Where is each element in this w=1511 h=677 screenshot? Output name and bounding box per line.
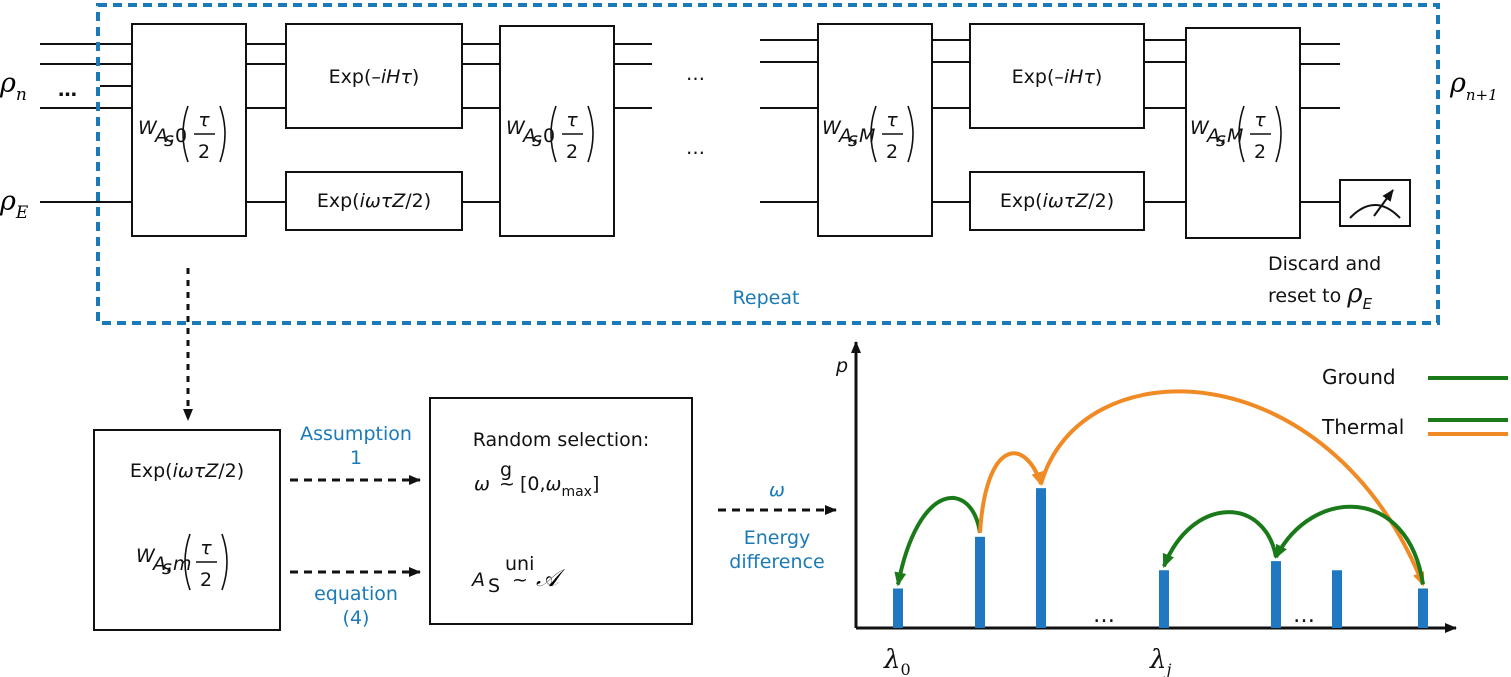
svg-text:,M: ,M (1221, 125, 1243, 147)
svg-text:A: A (153, 125, 168, 147)
exp-h-gate-1 (285, 23, 463, 129)
svg-text:2: 2 (886, 141, 898, 163)
transition-arc-0 (894, 495, 982, 587)
svg-text:S: S (488, 575, 500, 597)
svg-text:A: A (1205, 125, 1220, 147)
svg-text:,m: ,m (167, 553, 192, 575)
energy-label-line1: Energy (744, 527, 811, 549)
svg-text:A: A (837, 125, 852, 147)
omega-distribution: ω g ~ [0,ωmax] (474, 459, 599, 500)
exp-h-gate-2 (969, 23, 1145, 129)
svg-text:W: W (506, 117, 526, 139)
bar-3 (1159, 570, 1169, 628)
svg-text:s: s (162, 557, 172, 579)
exp-z-label-1: Exp(iωτZ/2) (317, 190, 431, 212)
svg-text:s: s (532, 129, 542, 151)
svg-text:W: W (138, 117, 158, 139)
input-ellipsis: … (58, 79, 77, 101)
svg-text:[0,ωmax]: [0,ωmax] (520, 473, 599, 500)
svg-text:τ: τ (198, 109, 210, 131)
w-gate-2 (499, 25, 615, 237)
transition-arc-3 (1162, 510, 1278, 569)
x-tick-label-1: λj (1149, 645, 1171, 677)
svg-text:uni: uni (505, 553, 534, 575)
operator-box (93, 429, 281, 631)
w-label-2: W A s ,0 τ 2 (506, 105, 594, 163)
bar-1 (975, 536, 985, 628)
omega-arrow-label: ω (769, 479, 785, 501)
legend-label-1: Thermal (1321, 415, 1404, 439)
transition-arc-2 (1039, 389, 1425, 587)
repeat-label: Repeat (733, 287, 800, 309)
bar-5 (1332, 570, 1342, 628)
svg-text:2: 2 (198, 141, 210, 163)
svg-text:ω: ω (474, 473, 490, 495)
svg-text:W: W (822, 117, 842, 139)
bar-0 (893, 588, 903, 628)
x-tick-label-0: λ0 (883, 645, 911, 677)
svg-text:s: s (848, 129, 858, 151)
svg-text:,0: ,0 (537, 125, 555, 147)
assumption-label-line1: Assumption (300, 423, 412, 445)
w-gate-1 (131, 23, 247, 237)
legend-label-0: Ground (1322, 365, 1396, 389)
circuit-wires (40, 39, 1340, 203)
exp-z-gate-1 (285, 171, 463, 231)
svg-text:2: 2 (566, 141, 578, 163)
svg-text:τ: τ (886, 109, 898, 131)
svg-text:2: 2 (200, 569, 212, 591)
random-selection-box (429, 397, 693, 625)
operator-exp-z: Exp(iωτZ/2) (130, 460, 244, 482)
svg-text:τ: τ (1254, 109, 1266, 131)
w-label-3: W A s ,M τ 2 (822, 105, 914, 163)
transition-arc-1 (978, 451, 1044, 533)
equation-label-line1: equation (314, 583, 398, 605)
circuit-ellipsis-top: … (686, 63, 705, 85)
env-state-label: ρE (0, 186, 29, 223)
circuit-ellipsis-bottom: … (686, 137, 705, 159)
svg-text:g: g (500, 459, 512, 481)
svg-text:s: s (164, 129, 174, 151)
svg-text:A: A (151, 553, 166, 575)
svg-text:W: W (1190, 117, 1210, 139)
bar-4 (1271, 561, 1281, 628)
svg-text:τ: τ (200, 537, 212, 559)
assumption-label-line2: 1 (350, 447, 362, 469)
operator-w-label: W A s ,m τ 2 (136, 533, 228, 591)
bar-2 (1036, 488, 1046, 628)
exp-h-label-1: Exp(–iHτ) (329, 66, 420, 88)
svg-text:,M: ,M (853, 125, 875, 147)
equation-label-line2: (4) (343, 607, 370, 629)
input-state-label: ρn (0, 68, 27, 105)
y-axis-label: p (835, 355, 848, 377)
bar-6 (1418, 588, 1428, 628)
svg-text:2: 2 (1254, 141, 1266, 163)
svg-text:A: A (470, 569, 485, 591)
exp-z-label-2: Exp(iωτZ/2) (1000, 190, 1114, 212)
meter-icon (1339, 179, 1411, 227)
discard-text-line1: Discard and (1268, 253, 1381, 275)
svg-text:A: A (521, 125, 536, 147)
as-distribution: A S uni ~ 𝒜 (470, 553, 566, 597)
svg-text:~: ~ (512, 569, 528, 591)
random-selection-title: Random selection: (473, 429, 650, 451)
repeat-frame (96, 3, 1440, 325)
discard-text-line2: reset to ρE (1268, 279, 1373, 313)
exp-z-gate-2 (969, 171, 1145, 231)
svg-text:τ: τ (566, 109, 578, 131)
w-label-1: W A s ,0 τ 2 (138, 105, 226, 163)
svg-text:s: s (1216, 129, 1226, 151)
svg-text:W: W (136, 545, 156, 567)
output-state-label: ρn+1 (1449, 68, 1498, 104)
exp-h-label-2: Exp(–iHτ) (1012, 66, 1103, 88)
w-label-4: W A s ,M τ 2 (1190, 105, 1282, 163)
svg-text:,0: ,0 (169, 125, 187, 147)
svg-text:~: ~ (499, 473, 515, 495)
axis-ellipsis-0: … (1093, 603, 1115, 628)
axis-ellipsis-1: … (1293, 603, 1315, 628)
energy-label-line2: difference (729, 551, 824, 573)
transition-arc-4 (1274, 504, 1425, 585)
